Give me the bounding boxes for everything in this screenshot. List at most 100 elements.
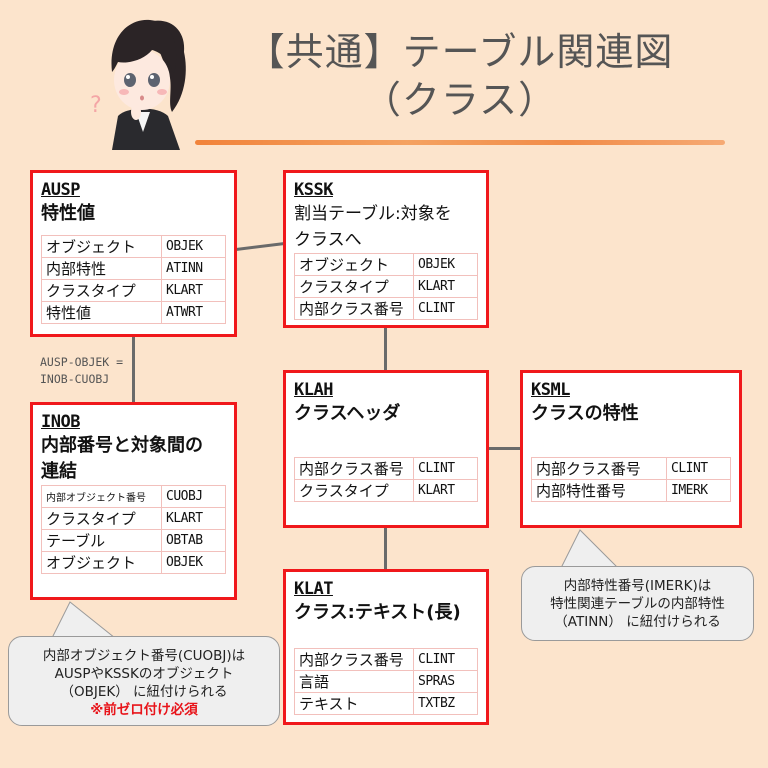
field-name: OBJEK [413,253,478,276]
field-label: クラスタイプ [294,479,414,502]
field-name: SPRAS [413,670,478,693]
field-name: CLINT [666,457,731,480]
field-label: テーブル [41,529,162,552]
note-line-2: 特性関連テーブルの内部特性 [550,596,725,612]
speech-bubble-tail-ksml [560,529,621,570]
note-bubble-inob: 内部オブジェクト番号(CUOBJ)は AUSPやKSSKのオブジェクト （OBJ… [8,636,280,726]
field-name: CLINT [413,297,478,320]
field-label: 内部オブジェクト番号 [41,485,162,508]
table-code: KSML [531,380,570,400]
field-name: OBTAB [161,529,226,552]
table-code: KLAT [294,579,333,599]
page-title: 【共通】テーブル関連図 （クラス） [225,28,695,124]
field-name: CLINT [413,648,478,671]
note-line-3: （OBJEK） に紐付けられる [60,684,228,700]
table-code: INOB [41,412,80,432]
field-name: KLART [161,507,226,530]
connector-ausp-inob [132,336,135,403]
field-label: 特性値 [41,301,162,324]
field-name: OBJEK [161,235,226,258]
connector-klah-ksml [488,447,520,450]
field-label: オブジェクト [41,551,162,574]
svg-text:?: ? [90,93,102,118]
field-label: オブジェクト [41,235,162,258]
field-name: KLART [161,279,226,302]
field-name: CUOBJ [161,485,226,508]
table-name: クラスヘッダ [294,403,401,424]
speech-bubble-tail-inob [50,601,121,642]
field-label: 内部特性番号 [531,479,667,502]
field-label: クラスタイプ [41,279,162,302]
field-label: 言語 [294,670,414,693]
note-bubble-ksml: 内部特性番号(IMERK)は 特性関連テーブルの内部特性 （ATINN） に紐付… [521,566,754,641]
title-brush-underline [195,140,725,145]
field-name: KLART [413,479,478,502]
join-condition-line-1: AUSP-OBJEK = [40,355,124,369]
title-line-2: （クラス） [362,78,558,122]
field-name: KLART [413,275,478,298]
field-name: TXTBZ [413,692,478,715]
field-name: CLINT [413,457,478,480]
field-label: 内部クラス番号 [531,457,667,480]
connector-klah-klat [384,527,387,570]
table-name: 特性値 [41,203,95,224]
field-label: クラスタイプ [294,275,414,298]
field-name: IMERK [666,479,731,502]
join-condition-label: AUSP-OBJEK = INOB-CUOBJ [40,354,123,388]
field-name: ATWRT [161,301,226,324]
field-label: 内部特性 [41,257,162,280]
join-condition-line-2: INOB-CUOBJ [40,372,110,386]
title-line-1: 【共通】テーブル関連図 [246,30,674,74]
table-name: クラス:テキスト(長) [294,602,461,623]
field-label: 内部クラス番号 [294,297,414,320]
table-name-line-2: クラスへ [294,230,362,250]
table-code: AUSP [41,180,80,200]
field-label: クラスタイプ [41,507,162,530]
field-name: OBJEK [161,551,226,574]
table-code: KLAH [294,380,333,400]
field-label: 内部クラス番号 [294,457,414,480]
field-name: ATINN [161,257,226,280]
table-name-line-1: 割当テーブル:対象を [294,204,452,224]
field-label: オブジェクト [294,253,414,276]
note-line-1: 内部オブジェクト番号(CUOBJ)は [42,648,246,664]
note-line-2: AUSPやKSSKのオブジェクト [54,666,234,682]
table-name-line-1: 内部番号と対象間の [41,435,203,456]
note-warning: ※前ゼロ付け必須 [90,702,198,718]
table-name-line-2: 連結 [41,461,77,482]
table-name: クラスの特性 [531,403,639,424]
connector-ausp-kssk [235,242,284,251]
field-label: テキスト [294,692,414,715]
field-label: 内部クラス番号 [294,648,414,671]
